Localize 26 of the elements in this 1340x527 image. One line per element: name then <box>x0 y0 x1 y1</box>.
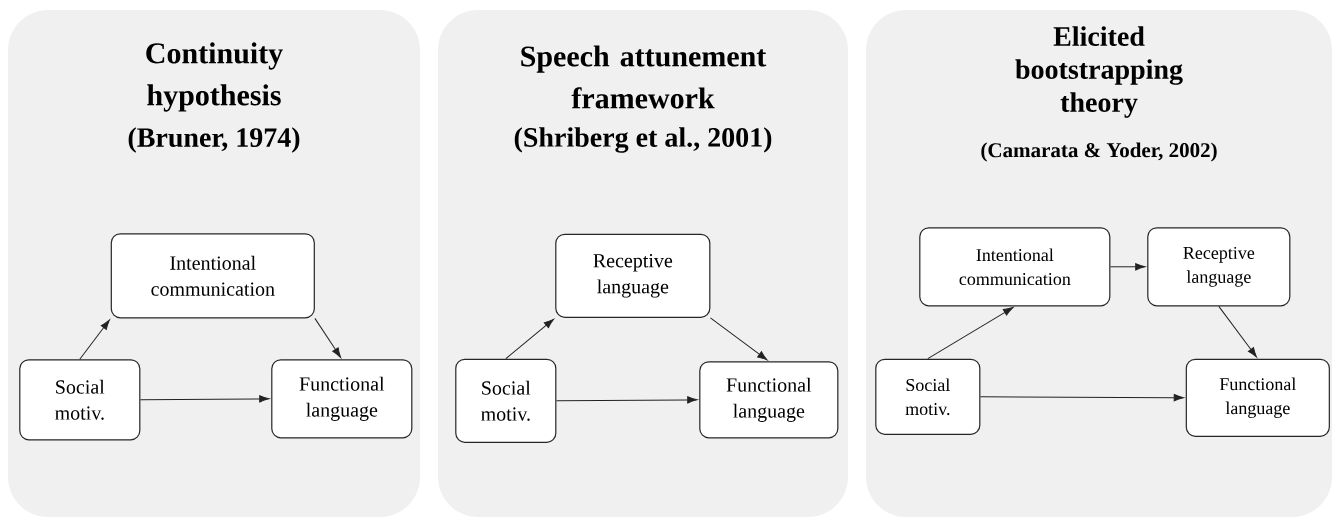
arrow <box>79 319 110 360</box>
process-box: Intentional communication <box>919 227 1111 307</box>
process-box: Social motiv. <box>19 359 141 441</box>
arrow <box>139 395 270 403</box>
arrow <box>1109 263 1146 271</box>
arrow <box>979 394 1184 402</box>
arrow <box>709 317 768 361</box>
panel-title: Continuity hypothesis <box>146 42 283 112</box>
arrow <box>927 307 1014 360</box>
process-box: Functional language <box>699 361 839 439</box>
process-box: Functional language <box>271 359 413 439</box>
process-box: Receptive language <box>1147 227 1291 307</box>
arrow <box>314 317 342 358</box>
process-box: Functional language <box>1185 358 1330 437</box>
arrow <box>555 396 698 404</box>
citation: (Bruner, 1974) <box>128 127 300 153</box>
process-box: Intentional communication <box>110 233 315 319</box>
arrow <box>505 318 554 360</box>
panel-title: Elicited bootstrapping theory <box>1015 26 1183 118</box>
process-box: Social motiv. <box>875 358 981 435</box>
arrow <box>1218 305 1257 358</box>
process-box: Receptive language <box>555 233 711 318</box>
panel-title: Speech attunement framework <box>521 45 767 109</box>
process-box: Social motiv. <box>455 358 557 443</box>
citation: (Shriberg et al., 2001) <box>514 127 772 153</box>
citation: (Camarata & Yoder, 2002) <box>981 142 1217 162</box>
